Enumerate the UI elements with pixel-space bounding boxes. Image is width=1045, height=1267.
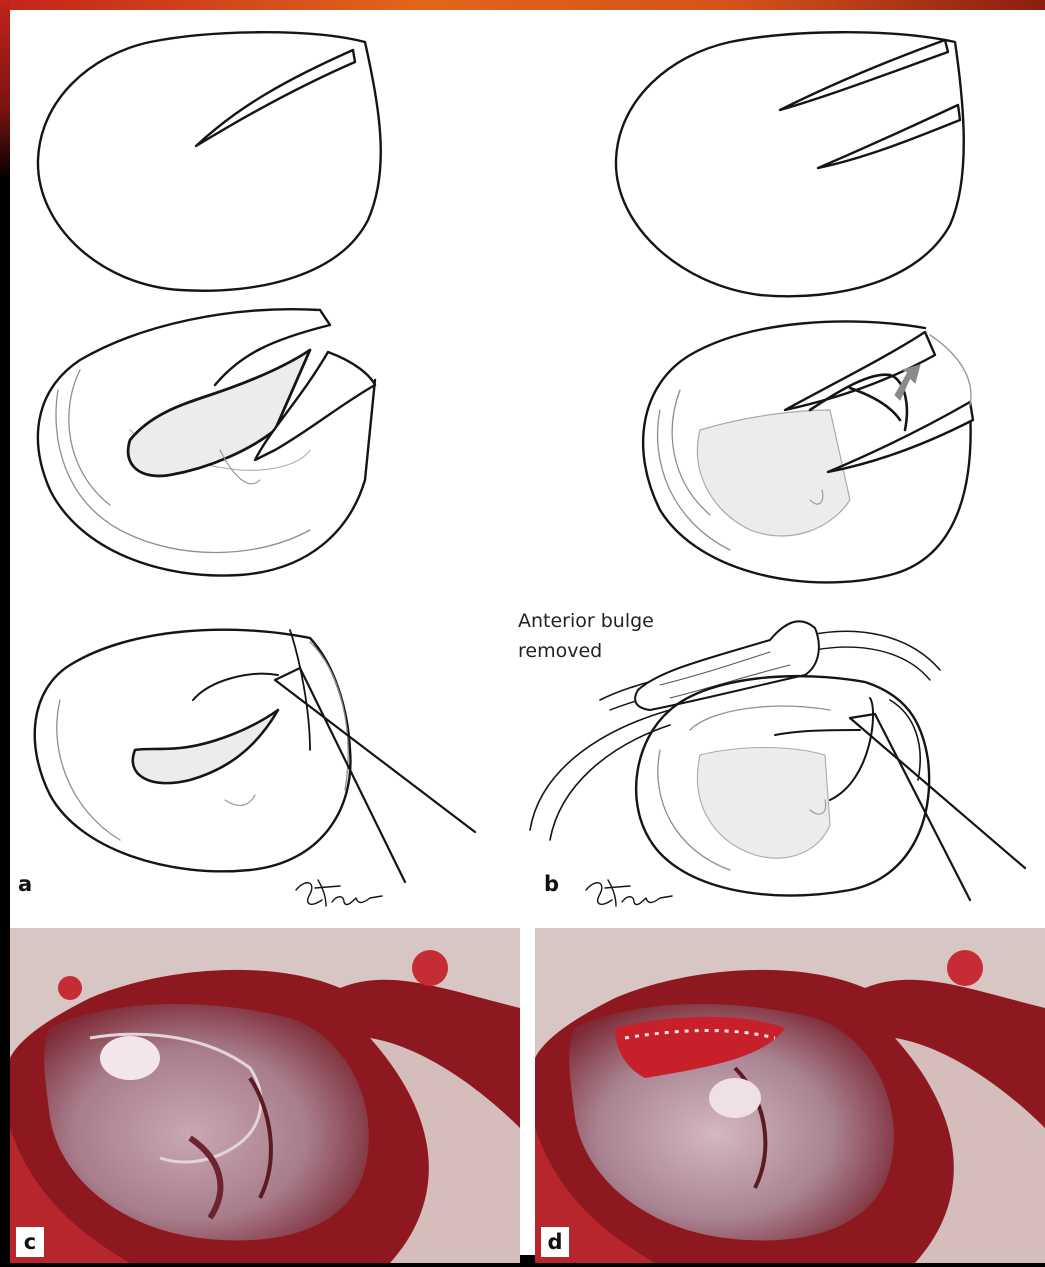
panel-a-signature (296, 880, 382, 906)
panel-a-step2-membrane-remnant (128, 350, 310, 476)
panel-b-step1-incision-upper (780, 40, 948, 110)
panel-b-step2-strip-raised (643, 321, 973, 582)
panel-c-label: c (16, 1227, 44, 1257)
panel-a-label: a (18, 872, 32, 896)
panel-b-label: b (544, 872, 559, 896)
slide-left-border (0, 0, 10, 180)
panel-b-signature (586, 880, 672, 906)
annotation-line-1: Anterior bulge (518, 606, 738, 636)
anterior-bulge-annotation: Anterior bulge removed (518, 606, 738, 666)
photo-d-rendering (535, 928, 1045, 1263)
illustration-panels (10, 10, 1045, 910)
panel-d-label: d (541, 1227, 569, 1257)
photo-d-intraoperative: d (535, 928, 1045, 1263)
panel-a-step2-flap-raised (38, 309, 375, 575)
annotation-line-2: removed (518, 636, 738, 666)
photo-c-rendering (10, 928, 520, 1263)
photo-c-intraoperative: c (10, 928, 520, 1263)
slide-top-border (0, 0, 1045, 10)
panel-a-step3-forceps (35, 630, 475, 882)
panel-a-step1-eardrum (38, 32, 381, 291)
panel-b-step1-eardrum (616, 32, 964, 296)
figure-sheet: a b Anterior bulge removed (10, 10, 1045, 1255)
panel-a-step1-incision (196, 50, 355, 146)
panel-b-step1-incision-lower (818, 105, 960, 168)
